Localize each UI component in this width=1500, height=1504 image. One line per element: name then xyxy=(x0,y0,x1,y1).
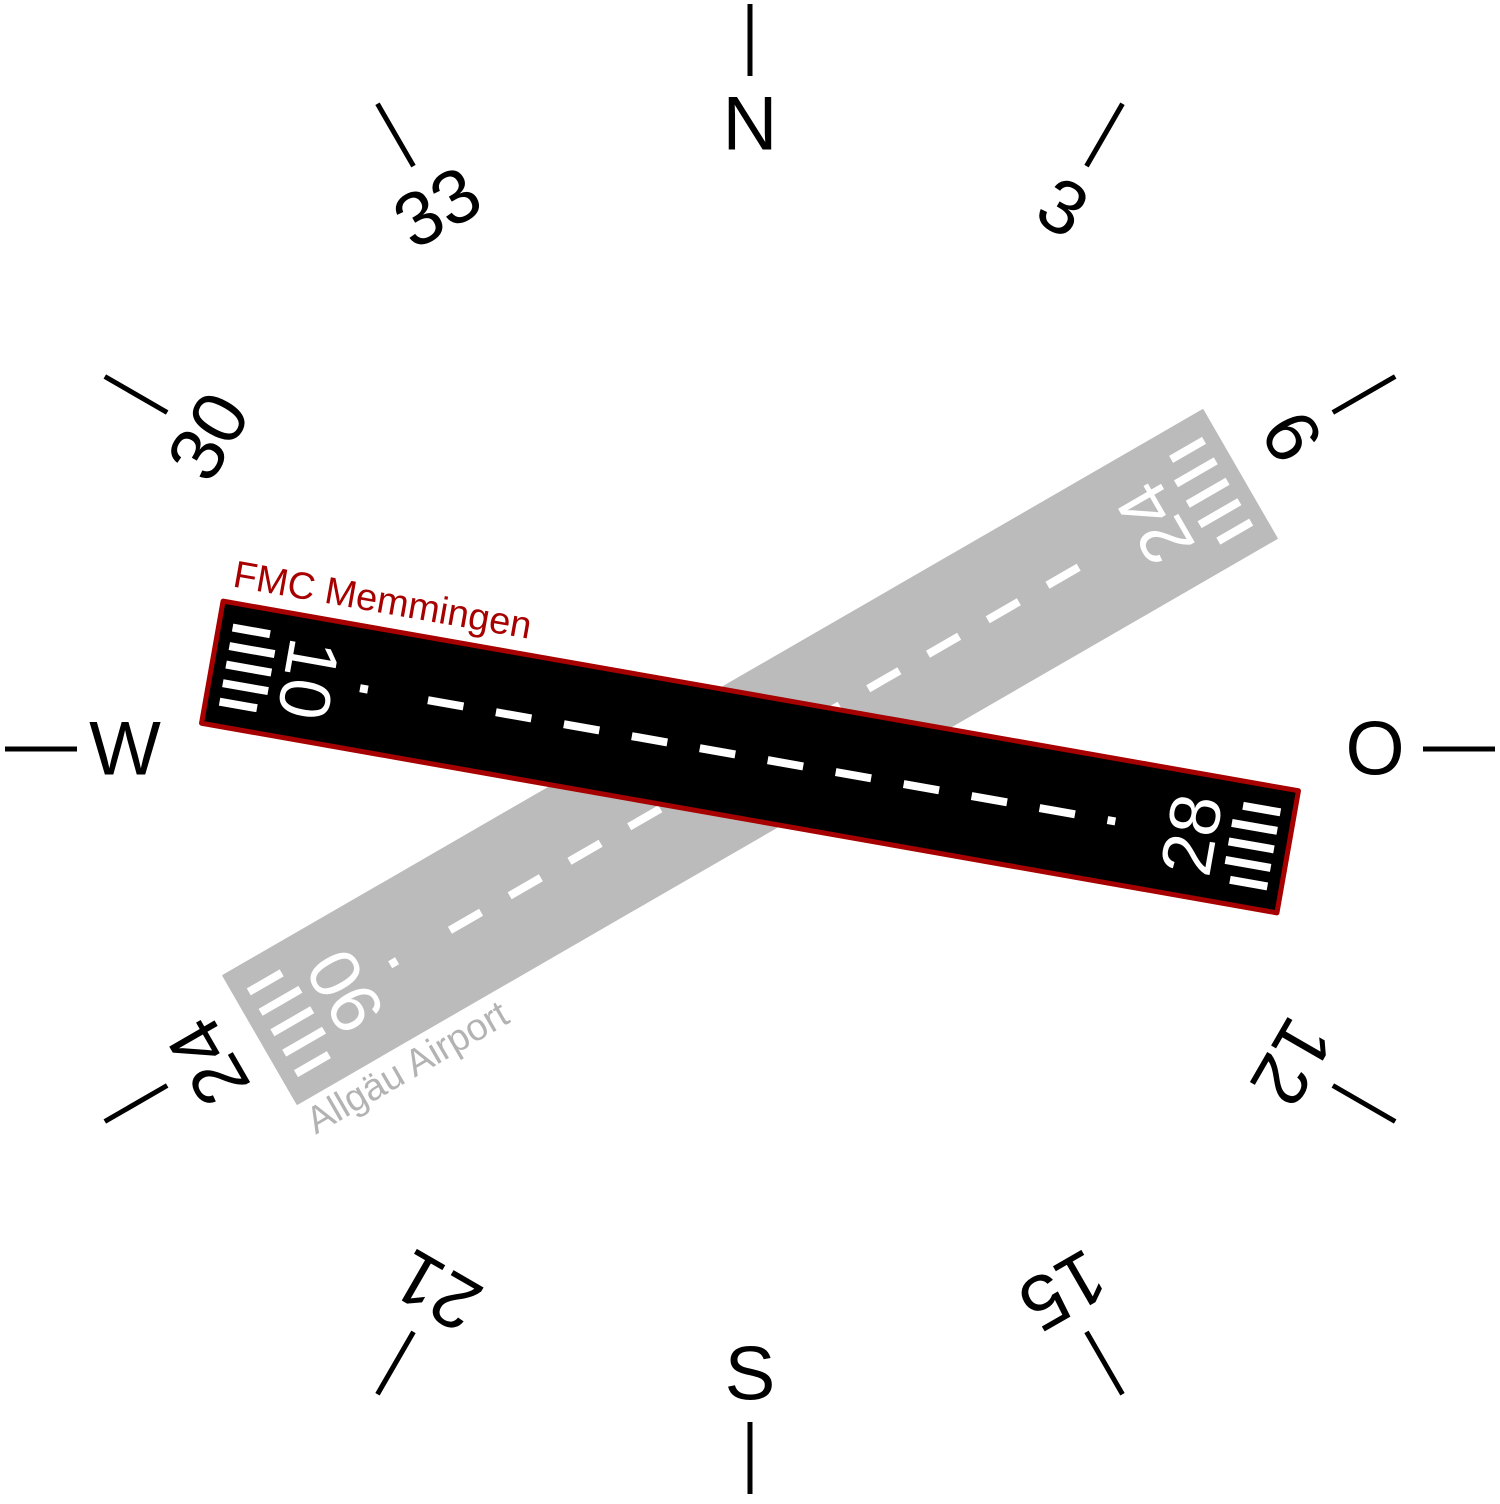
centerline-dash xyxy=(507,874,543,900)
centerline-dash xyxy=(834,768,872,783)
tick-330 xyxy=(375,102,416,168)
centerline-dash xyxy=(902,780,940,795)
threshold-stripe xyxy=(293,1051,331,1078)
heading-label-W: W xyxy=(89,707,161,792)
threshold-stripe xyxy=(258,985,303,1016)
heading-label-N: N xyxy=(723,82,778,167)
heading-label-12: 12 xyxy=(1233,1004,1349,1120)
heading-label-6: 6 xyxy=(1244,397,1339,476)
centerline-dash xyxy=(1106,816,1117,826)
centerline-dash xyxy=(925,632,962,658)
centerline-dash xyxy=(495,708,533,723)
heading-label-15: 15 xyxy=(1005,1232,1121,1348)
tick-120 xyxy=(1331,1083,1397,1124)
threshold-stripe xyxy=(218,697,258,713)
centerline-dash xyxy=(567,839,603,865)
centerline-dash xyxy=(627,805,663,831)
threshold-stripe xyxy=(1229,875,1269,891)
centerline-dash xyxy=(631,732,668,747)
centerline-dash xyxy=(970,792,1008,807)
heading-label-21: 21 xyxy=(380,1232,496,1348)
threshold-stripe xyxy=(1169,436,1207,463)
threshold-stripe xyxy=(228,642,276,659)
centerline-dash xyxy=(1038,804,1076,819)
threshold-stripe xyxy=(1231,818,1278,835)
heading-label-O: O xyxy=(1345,707,1404,792)
threshold-stripe xyxy=(1227,837,1275,854)
threshold-stripe xyxy=(246,969,284,996)
centerline-dash xyxy=(1045,563,1081,589)
tick-300 xyxy=(103,374,169,415)
centerline-dash xyxy=(359,684,369,694)
centerline-dash xyxy=(866,667,902,693)
compass-ticks xyxy=(5,4,1495,1494)
threshold-stripe xyxy=(282,1026,327,1057)
threshold-markings xyxy=(246,436,1254,1078)
threshold-stripe xyxy=(1242,801,1282,817)
centerline-markings xyxy=(359,684,1117,826)
centerline-dash xyxy=(447,908,484,934)
tick-240 xyxy=(103,1083,169,1124)
runway-surface xyxy=(199,598,1301,916)
runway-end-number-10: 10 xyxy=(261,633,354,726)
threshold-stripe xyxy=(231,623,271,639)
centerline-dash xyxy=(699,744,736,759)
threshold-stripe xyxy=(222,679,269,696)
heading-label-30: 30 xyxy=(151,379,267,495)
threshold-stripe xyxy=(1197,498,1242,529)
centerline-dash xyxy=(985,598,1021,624)
centerline-dash xyxy=(767,756,804,771)
centerline-dash xyxy=(427,696,465,711)
threshold-stripe xyxy=(1224,855,1272,872)
heading-label-S: S xyxy=(725,1332,776,1417)
tick-30 xyxy=(1084,102,1125,168)
tick-210 xyxy=(375,1330,416,1396)
tick-150 xyxy=(1084,1330,1125,1396)
heading-label-33: 33 xyxy=(380,150,496,266)
centerline-dash xyxy=(388,957,400,969)
runway-end-number-28: 28 xyxy=(1146,789,1239,882)
threshold-stripe xyxy=(270,1006,315,1037)
threshold-stripe xyxy=(225,660,273,677)
heading-label-3: 3 xyxy=(1023,160,1102,255)
threshold-stripe xyxy=(1185,477,1230,508)
threshold-stripe xyxy=(1216,518,1254,545)
centerline-dash xyxy=(563,720,601,735)
tick-60 xyxy=(1331,374,1397,415)
threshold-stripe xyxy=(1173,457,1218,488)
threshold-markings xyxy=(218,623,1282,891)
